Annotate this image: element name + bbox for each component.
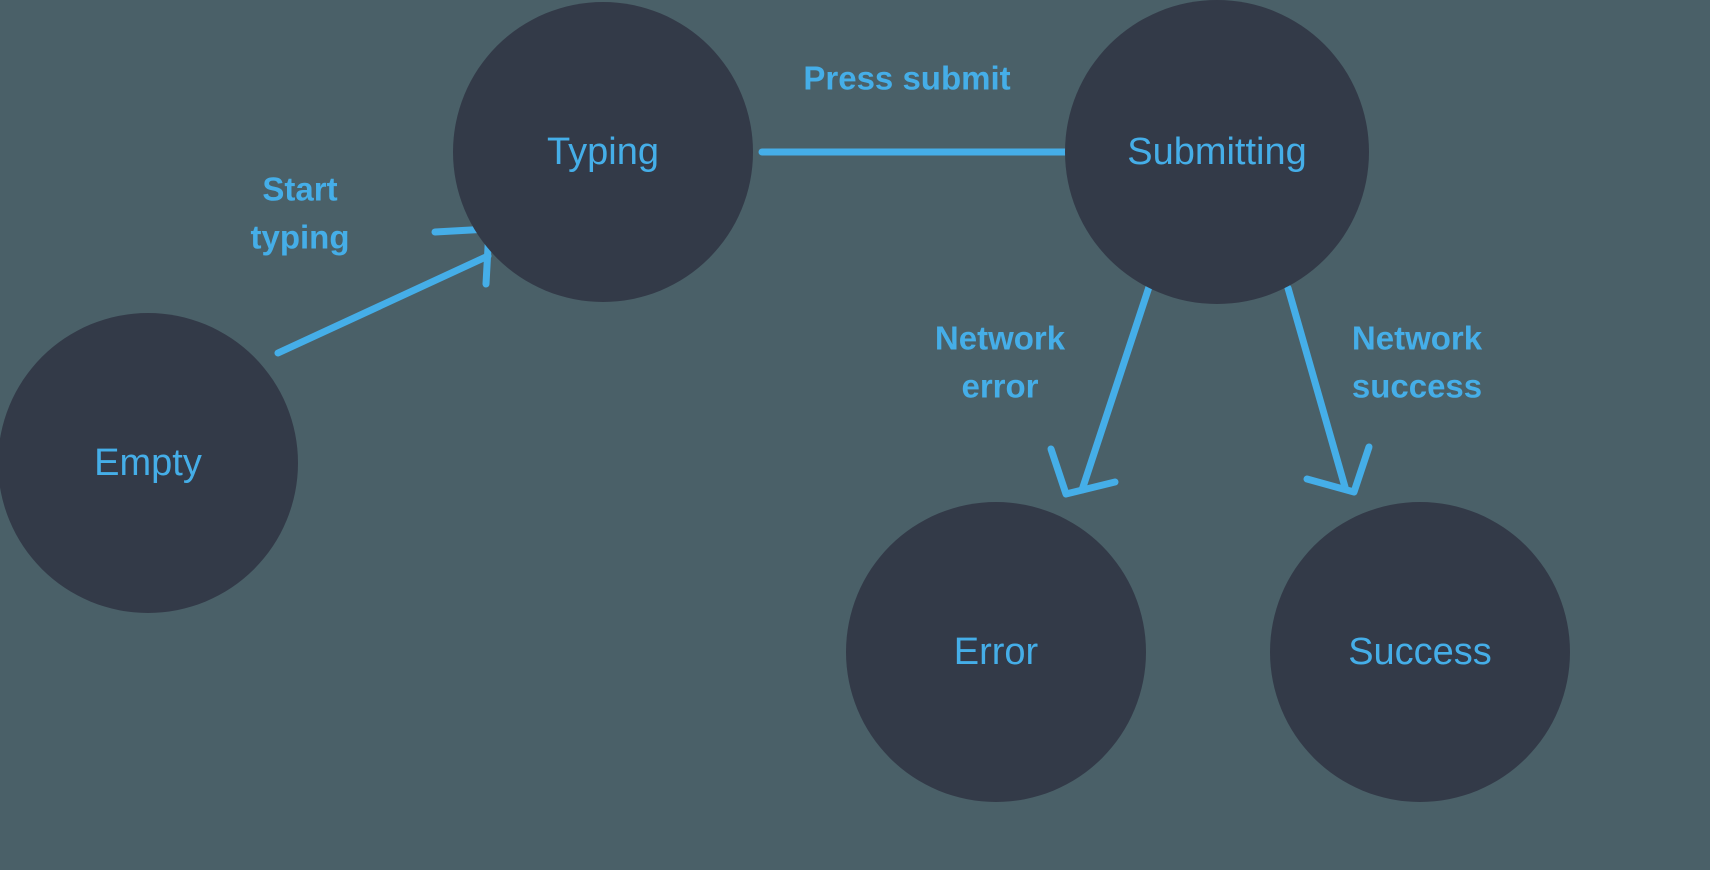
- edge-network-error-line: [1078, 283, 1153, 494]
- edge-network-error-arrowhead: [1047, 445, 1119, 498]
- edge-network-error[interactable]: [1047, 283, 1153, 498]
- node-success-circle: [1270, 502, 1570, 802]
- node-submitting[interactable]: Submitting: [1065, 0, 1369, 304]
- edge-network-success-arrowhead: [1303, 443, 1373, 496]
- edge-start-typing-label: Start typing: [251, 171, 350, 256]
- edge-network-success[interactable]: [1284, 284, 1373, 496]
- edge-network-success-label-line-1: Network: [1352, 320, 1483, 357]
- edge-network-success-label-line-2: success: [1352, 368, 1482, 405]
- edge-network-error-label-line-2: error: [961, 368, 1038, 405]
- node-typing-label: Typing: [547, 131, 659, 173]
- edge-network-error-label-line-1: Network: [935, 320, 1066, 357]
- node-typing[interactable]: Typing: [453, 2, 753, 302]
- node-success[interactable]: Success: [1270, 502, 1570, 802]
- edge-start-typing-label-line-2: typing: [251, 219, 350, 256]
- node-submitting-label: Submitting: [1127, 131, 1307, 173]
- node-empty[interactable]: Empty: [0, 313, 298, 613]
- edge-start-typing-line: [274, 252, 492, 357]
- node-submitting-circle: [1065, 0, 1369, 304]
- edge-press-submit-label: Press submit: [803, 60, 1010, 97]
- node-empty-circle: [0, 313, 298, 613]
- edge-network-success-label: Network success: [1352, 320, 1483, 405]
- node-empty-label: Empty: [94, 442, 202, 484]
- edge-network-success-line: [1284, 284, 1349, 491]
- node-error[interactable]: Error: [846, 502, 1146, 802]
- node-error-label: Error: [954, 631, 1039, 673]
- node-typing-circle: [453, 2, 753, 302]
- edge-start-typing-label-line-1: Start: [262, 171, 337, 208]
- node-success-label: Success: [1348, 631, 1492, 673]
- node-error-circle: [846, 502, 1146, 802]
- edge-press-submit-label-line-1: Press submit: [803, 60, 1010, 97]
- edge-network-error-label: Network error: [935, 320, 1066, 405]
